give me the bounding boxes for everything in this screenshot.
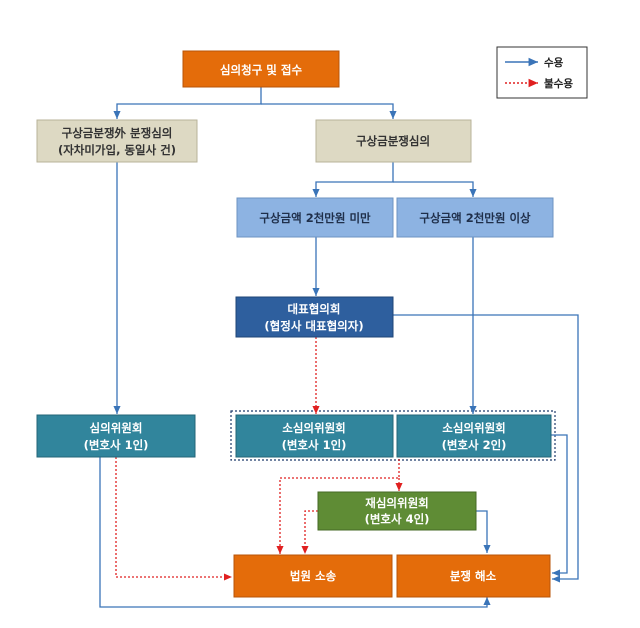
legend: 수용 불수용 [496,46,588,99]
legend-reject-label: 불수용 [544,78,573,90]
connector-request-to-outside [113,87,262,119]
node-outside-review-line1: 구상금분쟁外 분쟁심의 [62,126,173,140]
node-over-20m: 구상금액 2천만원 이상 [396,197,554,238]
node-under-20m: 구상금액 2천만원 미만 [236,197,394,238]
node-sub-committee-1-line1: 소심의위원회 [282,421,345,435]
node-claim-review: 구상금분쟁심의 [315,119,472,163]
node-lawsuit-label: 법원 소송 [290,569,337,583]
connector-rep-to-resolution [393,314,579,583]
node-under-20m-label: 구상금액 2천만원 미만 [259,211,371,225]
connector-sub2-to-resolution [551,434,568,577]
connector-request-to-claim [261,103,397,119]
node-outside-review-line2: (자차미가입, 동일사 건) [58,143,176,157]
node-rep-council: 대표협의회 (협정사 대표협의자) [235,296,394,338]
node-sub-committee-2: 소심의위원회 (변호사 2인) [396,414,552,458]
node-re-review-line1: 재심의위원회 [365,496,428,510]
node-sub-committee-2-line1: 소심의위원회 [442,421,505,435]
node-review-committee-line1: 심의위원회 [90,421,143,435]
node-re-review: 재심의위원회 (변호사 4인) [317,491,477,531]
node-rep-council-line2: (협정사 대표협의자) [264,319,363,333]
node-sub-committee-1-line2: (변호사 1인) [282,438,347,452]
connector-rereview-to-resolution [476,510,491,553]
legend-accept-label: 수용 [544,57,564,69]
connector-rereview-to-lawsuit [301,510,318,554]
node-re-review-line2: (변호사 4인) [365,512,430,526]
node-sub-committee-2-line2: (변호사 2인) [442,438,507,452]
connector-claim-to-under [312,162,394,197]
node-sub-committee-1: 소심의위원회 (변호사 1인) [235,414,394,458]
node-rep-council-line1: 대표협의회 [288,302,341,316]
node-over-20m-label: 구상금액 2천만원 이상 [419,211,531,225]
connector-review-to-resolution [99,457,491,608]
connector-sub-to-lawsuit [276,459,400,554]
connector-review-to-lawsuit [115,457,232,581]
node-review-committee-line2: (변호사 1인) [84,438,149,452]
node-review-committee: 심의위원회 (변호사 1인) [36,414,196,458]
node-outside-review: 구상금분쟁外 분쟁심의 (자차미가입, 동일사 건) [36,119,198,163]
node-lawsuit: 법원 소송 [233,554,393,598]
node-claim-review-label: 구상금분쟁심의 [356,134,430,148]
node-request-label: 심의청구 및 접수 [220,63,302,77]
accept-connectors [99,87,579,608]
node-resolution: 분쟁 해소 [396,554,551,598]
reject-connectors [115,337,403,581]
legend-frame [496,46,588,99]
connector-claim-to-over [393,181,477,197]
node-resolution-label: 분쟁 해소 [450,569,497,583]
node-request: 심의청구 및 접수 [182,50,340,88]
